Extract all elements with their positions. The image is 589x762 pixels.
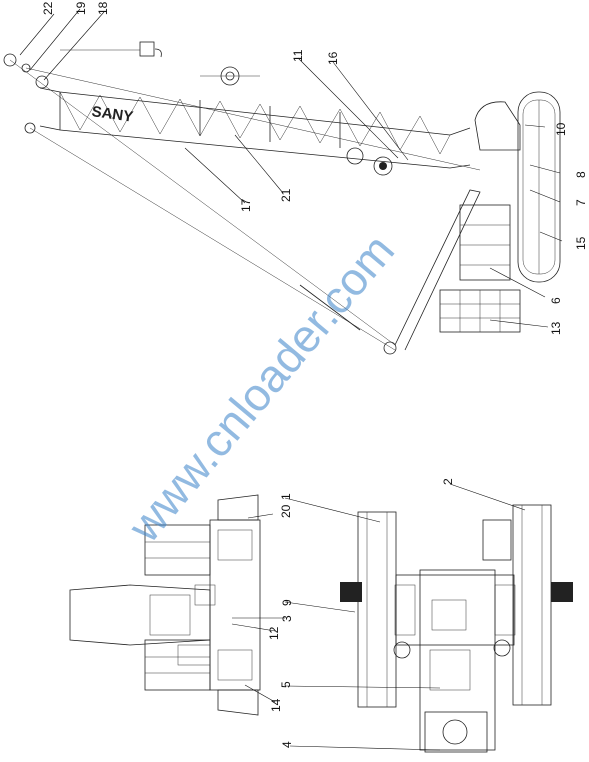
callout-18: 18 — [96, 1, 110, 15]
callout-20: 20 — [279, 504, 293, 518]
callout-4: 4 — [280, 741, 294, 748]
callout-15: 15 — [574, 236, 588, 250]
watermark-text: www.cnloader.com — [117, 224, 404, 552]
callout-7: 7 — [574, 199, 588, 206]
crawler-track — [517, 91, 561, 283]
callout-19: 19 — [74, 1, 88, 15]
callout-3: 3 — [280, 615, 294, 622]
rear-counterweight — [459, 204, 511, 281]
callout-9: 9 — [280, 599, 294, 606]
callout-6: 6 — [549, 297, 563, 304]
callout-2: 2 — [441, 478, 455, 485]
callout-21: 21 — [279, 188, 293, 202]
callout-13: 13 — [549, 321, 563, 335]
callout-12: 12 — [267, 626, 281, 640]
callout-leaders — [19, 8, 563, 751]
crane-base-view — [340, 504, 573, 753]
callout-8: 8 — [574, 171, 588, 178]
main-boom: SANY — [39, 66, 471, 176]
callout-labels: 22 19 18 11 16 10 8 7 15 6 13 17 21 20 1… — [41, 1, 588, 748]
callout-5: 5 — [279, 681, 293, 688]
callout-10: 10 — [554, 122, 568, 136]
crane-side-view: SANY — [3, 41, 561, 355]
superlift-counterweight — [439, 289, 521, 333]
callout-16: 16 — [326, 51, 340, 65]
crane-top-view — [69, 494, 261, 716]
callout-11: 11 — [291, 49, 305, 62]
callout-22: 22 — [41, 1, 55, 15]
hook-block — [60, 41, 162, 58]
boom-logo: SANY — [91, 103, 135, 126]
callout-14: 14 — [269, 698, 283, 712]
callout-17: 17 — [239, 198, 253, 212]
callout-1: 1 — [279, 493, 293, 500]
